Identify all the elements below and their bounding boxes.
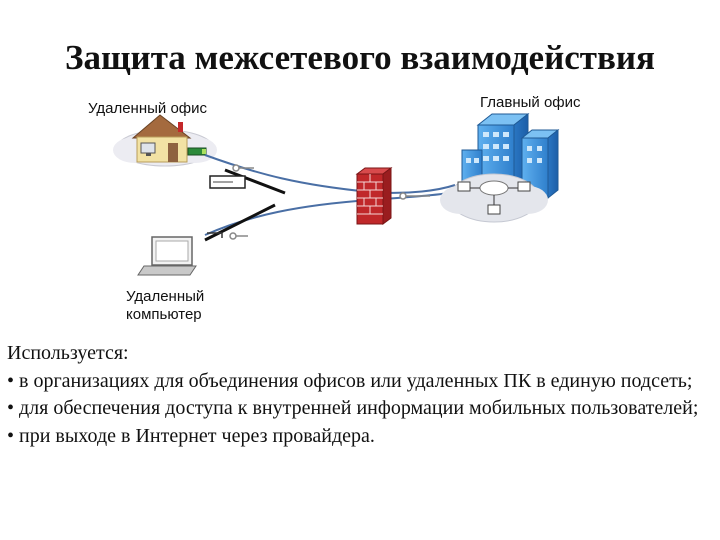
laptop-icon: [137, 236, 197, 276]
remote-computer-label-line2: компьютер: [126, 306, 202, 323]
main-office-label: Главный офис: [480, 94, 581, 111]
network-cloud-icon: [440, 173, 548, 223]
usage-bullet: • в организациях для объединения офисов …: [7, 369, 693, 392]
page-title: Защита межсетевого взаимодействия: [65, 38, 655, 77]
house-icon: [131, 114, 207, 163]
firewall-icon: [355, 167, 393, 225]
network-diagram: [113, 112, 560, 276]
usage-bullet: • при выходе в Интернет через провайдера…: [7, 424, 375, 447]
remote-office-label: Удаленный офис: [88, 100, 208, 117]
key-icon: [229, 164, 430, 240]
remote-computer-label-line1: Удаленный: [126, 288, 205, 305]
vpn-links: [204, 154, 456, 242]
usage-text: Используется: • в организациях для объед…: [7, 340, 712, 450]
router-icon: [209, 175, 246, 189]
usage-bullet: • для обеспечения доступа к внутренней и…: [7, 397, 699, 419]
remote-computer-label: Удаленный компьютер: [126, 288, 204, 324]
usage-intro: Используется:: [7, 342, 129, 364]
